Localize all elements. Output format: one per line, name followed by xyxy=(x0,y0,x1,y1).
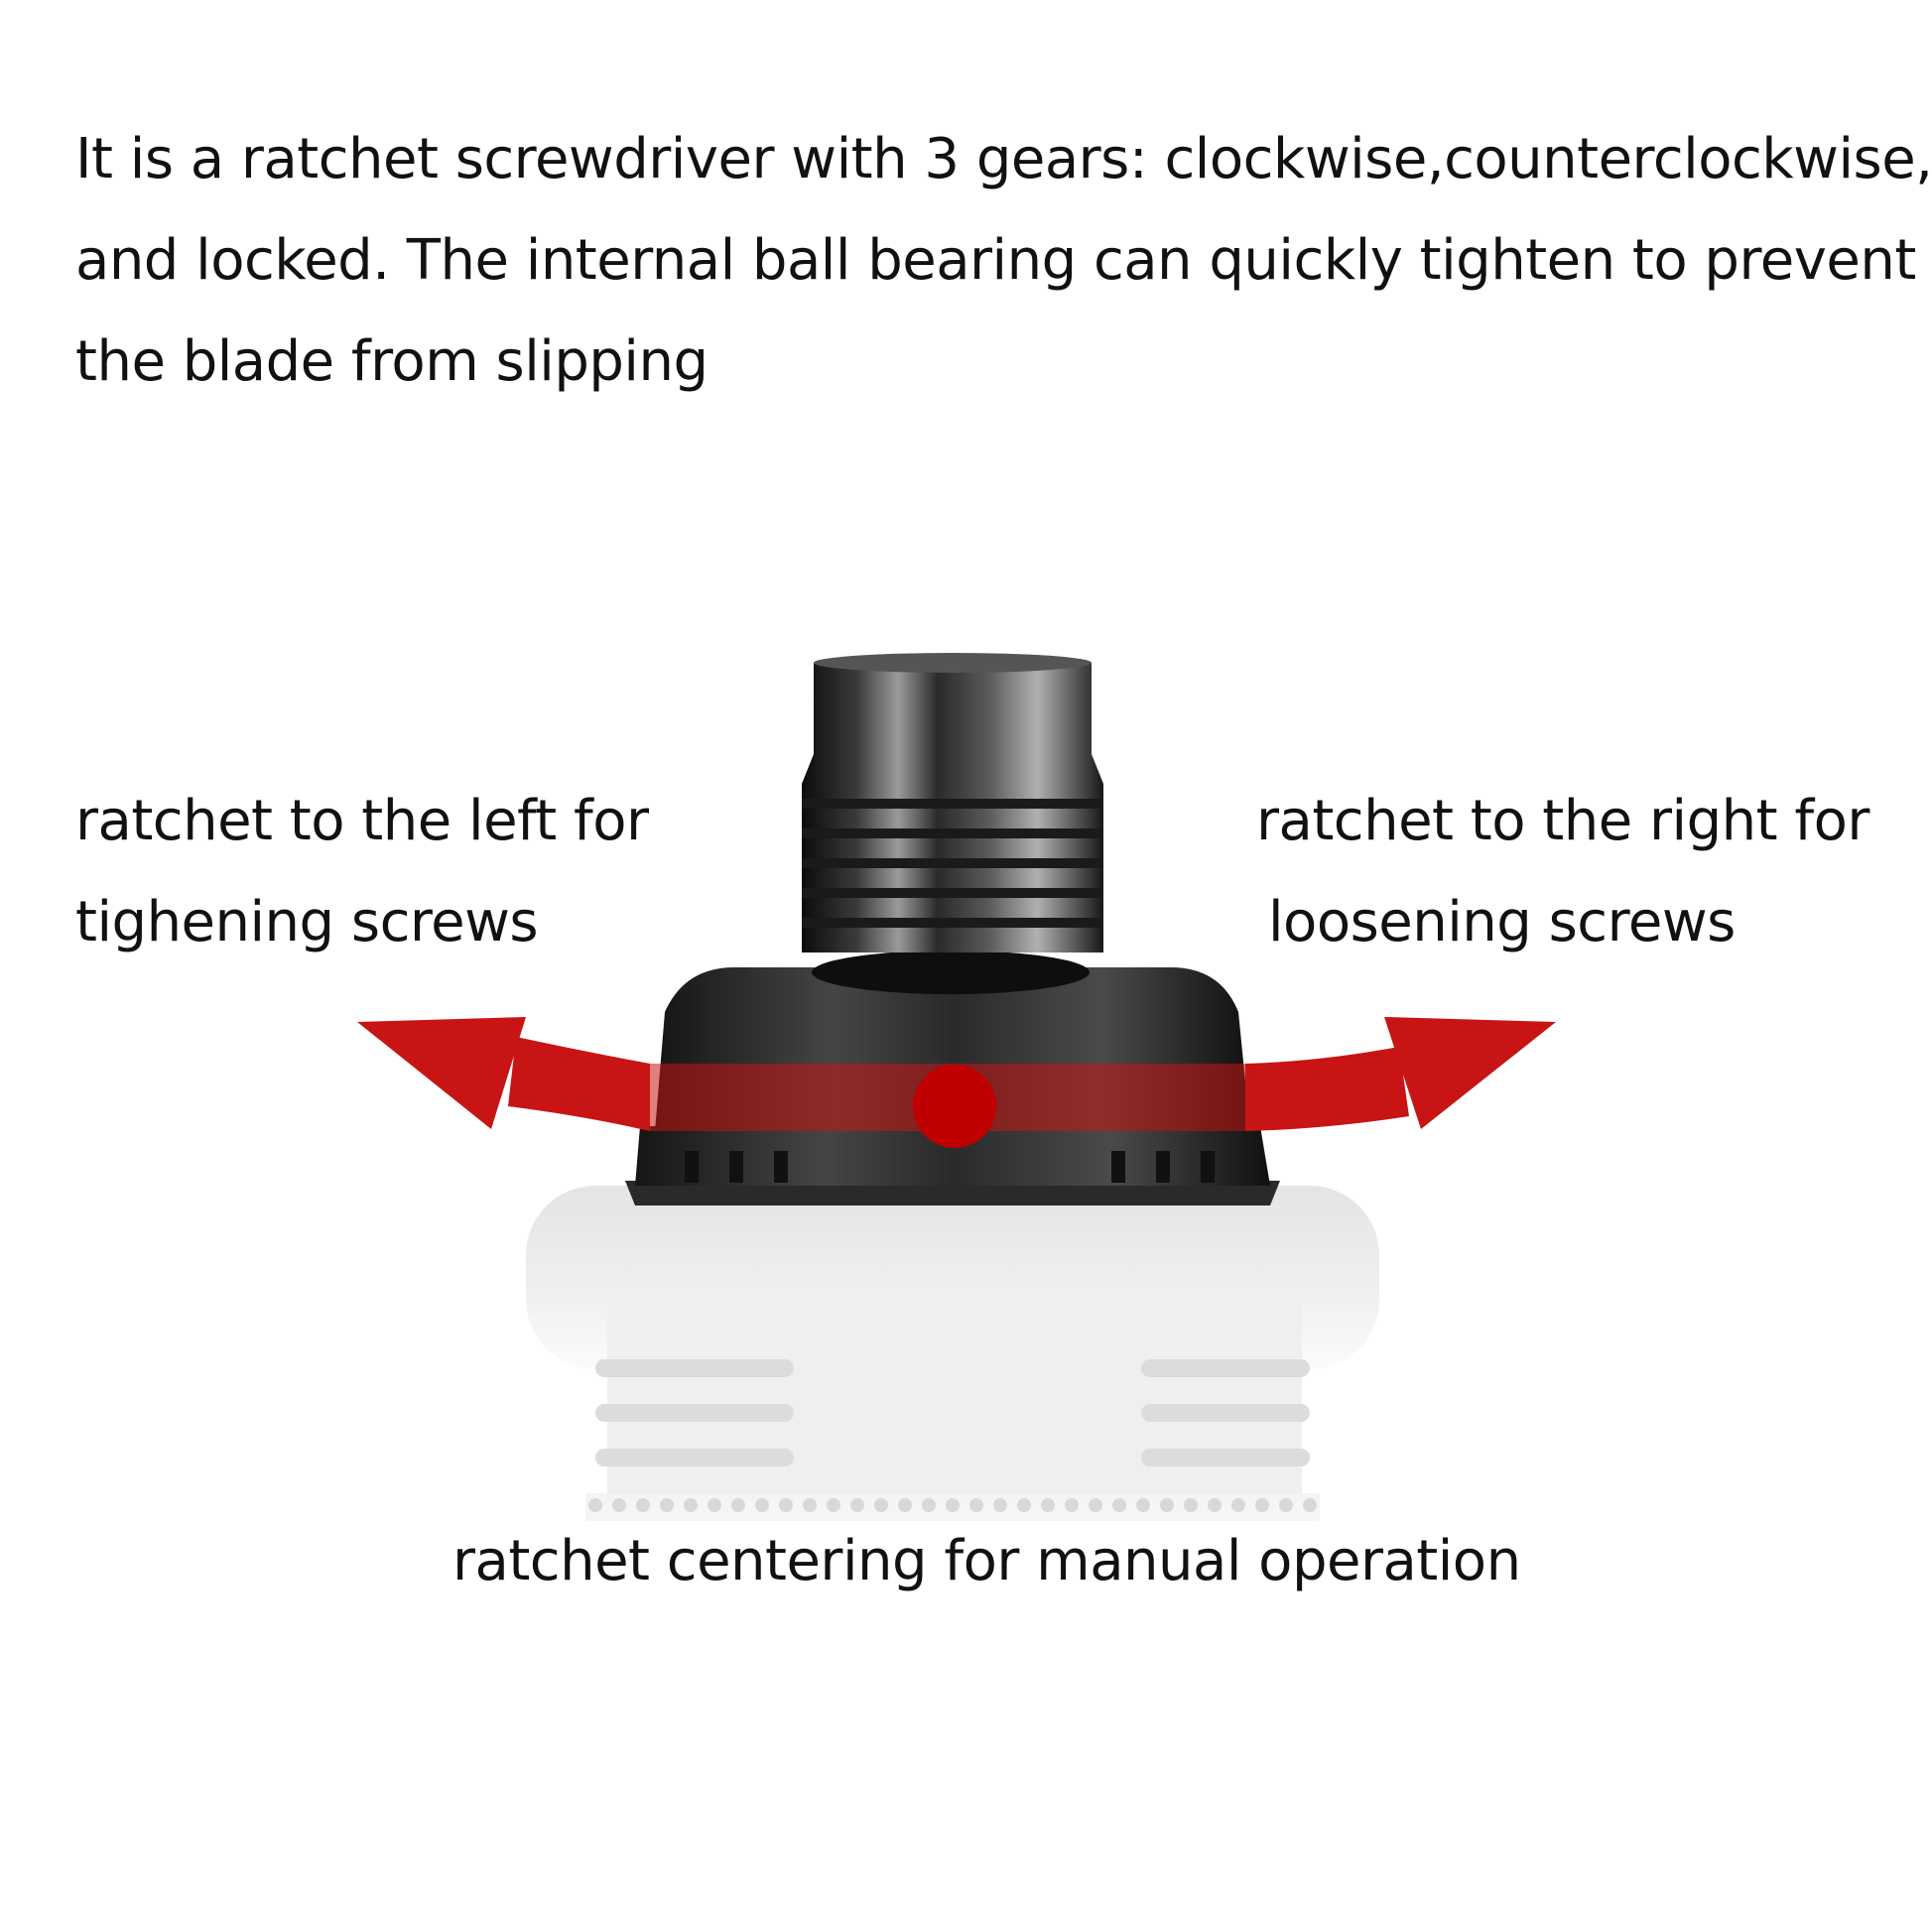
bit-holder xyxy=(802,653,1103,952)
right-label-line-2: loosening screws xyxy=(1268,890,1736,954)
center-dot-icon xyxy=(913,1065,996,1148)
knurl-dot xyxy=(969,1498,983,1512)
knurl-dot xyxy=(898,1498,912,1512)
knurl-dot xyxy=(922,1498,936,1512)
knurl-dot xyxy=(1041,1498,1055,1512)
knurl-dot xyxy=(684,1498,698,1512)
knurl-dot xyxy=(803,1498,817,1512)
knurl-dot xyxy=(636,1498,650,1512)
knurl-dot xyxy=(755,1498,769,1512)
knurl-dot xyxy=(1231,1498,1245,1512)
knurl-dot xyxy=(612,1498,626,1512)
knurl-dot xyxy=(993,1498,1007,1512)
knurl-dot xyxy=(1017,1498,1031,1512)
knurl-dot xyxy=(1255,1498,1269,1512)
knurl-dot xyxy=(1184,1498,1198,1512)
knurl-dot xyxy=(708,1498,721,1512)
knurl-dot xyxy=(660,1498,674,1512)
knurl-dot xyxy=(779,1498,793,1512)
right-label-line-1: ratchet to the right for xyxy=(1256,789,1869,853)
knurl-dot xyxy=(1303,1498,1317,1512)
knurl-dot xyxy=(1089,1498,1102,1512)
knurl-dot xyxy=(850,1498,864,1512)
knurl-dot xyxy=(1208,1498,1222,1512)
knurl-dots xyxy=(588,1498,1317,1512)
left-label-line-1: ratchet to the left for xyxy=(75,789,649,853)
intro-line-1: It is a ratchet screwdriver with 3 gears… xyxy=(75,127,1932,191)
knurl-dot xyxy=(588,1498,602,1512)
knurl-dot xyxy=(827,1498,840,1512)
intro-paragraph: It is a ratchet screwdriver with 3 gears… xyxy=(75,109,1932,413)
knurl-dot xyxy=(874,1498,888,1512)
knurl-dot xyxy=(1136,1498,1150,1512)
knurl-dot xyxy=(1279,1498,1293,1512)
curved-arrow-right-icon xyxy=(1245,1017,1556,1131)
intro-line-3: the blade from slipping xyxy=(75,329,708,394)
intro-line-2: and locked. The internal ball bearing ca… xyxy=(75,228,1916,293)
knurl-dot xyxy=(1112,1498,1126,1512)
curved-arrow-left-icon xyxy=(357,1017,650,1131)
center-ratchet-label: ratchet centering for manual operation xyxy=(452,1529,1521,1593)
left-label-line-2: tighening screws xyxy=(75,890,539,954)
knurl-dot xyxy=(946,1498,960,1512)
handle-body xyxy=(526,1186,1379,1707)
knurl-dot xyxy=(731,1498,745,1512)
left-ratchet-label: ratchet to the left for tighening screws xyxy=(75,771,649,973)
knurl-dot xyxy=(1160,1498,1174,1512)
right-ratchet-label: ratchet to the right for loosening screw… xyxy=(1256,771,1869,973)
knurl-dot xyxy=(1065,1498,1079,1512)
